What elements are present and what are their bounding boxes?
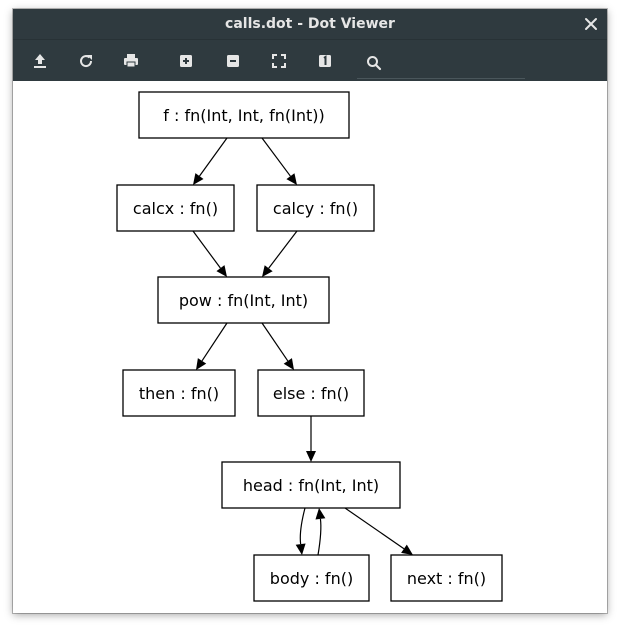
arrowhead	[306, 451, 316, 462]
node-box	[138, 91, 350, 139]
close-button[interactable]	[581, 14, 601, 34]
node-label: body : fn()	[270, 569, 353, 588]
node-label: pow : fn(Int, Int)	[179, 291, 308, 310]
node-label: calcy : fn()	[273, 199, 358, 218]
arrowhead	[283, 358, 294, 370]
edge-line	[261, 137, 291, 177]
close-icon	[585, 18, 597, 30]
graph-node-calcy[interactable]: calcy : fn()	[256, 184, 375, 232]
arrowhead	[262, 265, 273, 277]
edge-line	[198, 137, 228, 177]
edge-line	[201, 322, 228, 362]
edge-line	[299, 507, 306, 545]
edge-body-to-head	[315, 508, 326, 556]
arrowhead	[216, 265, 227, 277]
arrowhead	[286, 173, 297, 185]
edge-calcx-to-pow	[192, 230, 227, 277]
search-field[interactable]	[357, 46, 525, 79]
fit-icon	[272, 54, 286, 68]
node-box	[253, 554, 370, 602]
title-bar: calls.dot - Dot Viewer	[13, 9, 607, 39]
reload-button[interactable]	[73, 48, 99, 74]
zoom-100-button[interactable]	[312, 48, 338, 74]
graph-node-head[interactable]: head : fn(Int, Int)	[221, 461, 401, 509]
zoom-fit-button[interactable]	[266, 48, 292, 74]
edge-line	[192, 230, 221, 269]
graph-node-calcx[interactable]: calcx : fn()	[116, 184, 235, 232]
zoom-out-button[interactable]	[220, 48, 246, 74]
node-label: next : fn()	[407, 569, 486, 588]
node-label: then : fn()	[139, 384, 219, 403]
arrowhead	[315, 508, 326, 520]
node-box	[122, 369, 236, 417]
graph-node-else[interactable]: else : fn()	[257, 369, 365, 417]
node-label: f : fn(Int, Int, fn(Int))	[163, 106, 324, 125]
graph-canvas[interactable]: f : fn(Int, Int, fn(Int)) calcx : fn() cal…	[13, 81, 607, 613]
toolbar	[13, 39, 607, 82]
zoom-in-icon	[180, 55, 192, 67]
edge-line	[344, 507, 405, 550]
search-icon	[367, 56, 382, 71]
node-box	[257, 369, 365, 417]
refresh-icon	[80, 55, 93, 68]
zoom-in-button[interactable]	[173, 48, 199, 74]
edge-line	[261, 322, 289, 362]
window-title: calls.dot - Dot Viewer	[225, 16, 395, 32]
edge-else-to-head	[306, 416, 316, 462]
open-button[interactable]	[27, 48, 53, 74]
call-graph: f : fn(Int, Int, fn(Int)) calcx : fn() cal…	[116, 91, 503, 602]
node-label: else : fn()	[273, 384, 349, 403]
graph-node-pow[interactable]: pow : fn(Int, Int)	[157, 276, 330, 324]
arrowhead	[196, 358, 207, 370]
edge-line	[317, 518, 322, 556]
edge-pow-to-then	[196, 322, 228, 370]
edge-head-to-next	[344, 507, 413, 555]
node-box	[157, 276, 330, 324]
upload-icon	[34, 54, 46, 68]
graph-node-then[interactable]: then : fn()	[122, 369, 236, 417]
dot-viewer-window: calls.dot - Dot Viewer	[13, 9, 607, 613]
printer-icon	[124, 54, 138, 68]
node-label: calcx : fn()	[133, 199, 218, 218]
graph-node-body[interactable]: body : fn()	[253, 554, 370, 602]
node-box	[116, 184, 235, 232]
zoom-out-icon	[227, 55, 239, 67]
arrowhead	[401, 544, 413, 555]
graph-node-next[interactable]: next : fn()	[390, 554, 503, 602]
actual-size-icon	[319, 55, 331, 67]
edge-f-to-calcy	[261, 137, 297, 185]
node-box	[256, 184, 375, 232]
edge-calcy-to-pow	[262, 230, 298, 277]
print-button[interactable]	[118, 48, 144, 74]
node-box	[221, 461, 401, 509]
node-label: head : fn(Int, Int)	[243, 476, 379, 495]
edge-head-to-body	[295, 507, 306, 555]
node-box	[390, 554, 503, 602]
edge-f-to-calcx	[193, 137, 228, 185]
edge-pow-to-else	[261, 322, 294, 370]
arrowhead	[295, 543, 306, 555]
graph-node-f[interactable]: f : fn(Int, Int, fn(Int))	[138, 91, 350, 139]
edge-line	[268, 230, 298, 269]
arrowhead	[193, 173, 204, 185]
